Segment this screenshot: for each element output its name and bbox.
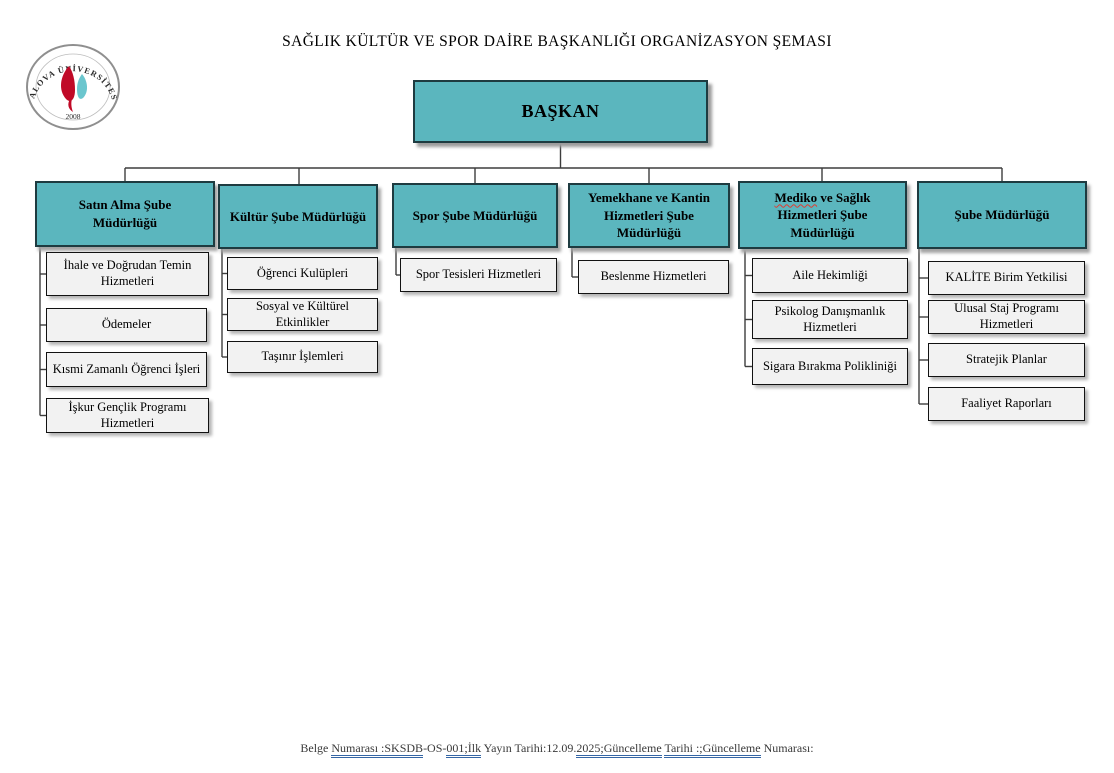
- sub-box-label: Aile Hekimliği: [792, 267, 868, 282]
- footer-segment: -OS-: [423, 741, 447, 755]
- dept-box-sube: Şube Müdürlüğü: [917, 181, 1087, 249]
- footer-segment: Numarası:: [760, 741, 814, 755]
- dept-label: Kültür Şube Müdürlüğü: [229, 208, 367, 224]
- footer-segment: 2025;Güncelleme: [576, 741, 662, 758]
- sub-box-spor-tesisleri: Spor Tesisleri Hizmetleri: [400, 258, 557, 292]
- sub-box-ogrenci-kulupleri: Öğrenci Kulüpleri: [227, 257, 378, 290]
- university-logo: YALOVA ÜNİVERSİTESİ 2008: [24, 42, 120, 130]
- sub-box-label: İşkur Gençlik Programı Hizmetleri: [68, 399, 187, 430]
- dept-label: Mediko ve Sağlık Hizmetleri Şube Müdürlü…: [764, 189, 882, 242]
- sub-box-ulusal-staj: Ulusal Staj Programı Hizmetleri: [928, 300, 1085, 334]
- sub-box-label: Taşınır İşlemleri: [261, 349, 344, 364]
- sub-box-odemeler: Ödemeler: [46, 308, 207, 342]
- page-title: SAĞLIK KÜLTÜR VE SPOR DAİRE BAŞKANLIĞI O…: [282, 33, 832, 50]
- footer-segment: Tarihi :;Güncelleme: [664, 741, 761, 758]
- dept-label: Yemekhane ve Kantin Hizmetleri Şube Müdü…: [587, 190, 711, 241]
- footer-segment: Yayın Tarihi:12.09.: [481, 741, 577, 755]
- footer-segment: Belge: [300, 741, 332, 755]
- sub-box-label: Kısmi Zamanlı Öğrenci İşleri: [52, 361, 201, 376]
- sub-box-label: Beslenme Hizmetleri: [600, 269, 707, 284]
- sub-box-sigara-birakma: Sigara Bırakma Polikliniği: [752, 348, 908, 385]
- sub-box-sosyal-kulturel: Sosyal ve Kültürel Etkinlikler: [227, 298, 378, 331]
- sub-box-kismi-zamanli: Kısmi Zamanlı Öğrenci İşleri: [46, 352, 207, 387]
- sub-box-label: Ödemeler: [101, 317, 152, 332]
- root-label: BAŞKAN: [521, 101, 600, 121]
- dept-label: Satın Alma Şube Müdürlüğü: [78, 197, 172, 230]
- logo-year: 2008: [66, 112, 81, 121]
- sub-box-label: İhale ve Doğrudan Temin Hizmetleri: [63, 258, 192, 288]
- logo-tulip-teal-petal: [77, 74, 88, 99]
- dept-label-misspelled-word: Mediko: [774, 189, 818, 205]
- root-box-baskan: BAŞKAN: [413, 80, 708, 143]
- sub-box-faaliyet-raporlari: Faaliyet Raporları: [928, 387, 1085, 421]
- sub-box-beslenme: Beslenme Hizmetleri: [578, 260, 729, 294]
- sub-box-label: Öğrenci Kulüpleri: [256, 265, 349, 280]
- document-info-footer: Belge Numarası :SKSDB-OS-001;İlk Yayın T…: [0, 741, 1114, 758]
- logo-tulip-red-petal: [60, 66, 75, 101]
- dept-box-mediko: Mediko ve Sağlık Hizmetleri Şube Müdürlü…: [738, 181, 907, 249]
- sub-box-kalite: KALİTE Birim Yetkilisi: [928, 261, 1085, 295]
- sub-box-label: Faaliyet Raporları: [961, 396, 1052, 411]
- sub-box-psikolog: Psikolog Danışmanlık Hizmetleri: [752, 300, 908, 339]
- sub-box-label: Sigara Bırakma Polikliniği: [762, 358, 897, 373]
- dept-label-rest: ve Sağlık Hizmetleri Şube Müdürlüğü: [777, 189, 871, 240]
- dept-box-kultur: Kültür Şube Müdürlüğü: [218, 184, 378, 249]
- sub-box-label: Ulusal Staj Programı Hizmetleri: [954, 301, 1059, 331]
- sub-box-aile-hekimligi: Aile Hekimliği: [752, 258, 908, 293]
- logo-tulip-stem: [68, 99, 73, 112]
- sub-box-label: Sosyal ve Kültürel Etkinlikler: [255, 298, 350, 329]
- sub-box-stratejik-planlar: Stratejik Planlar: [928, 343, 1085, 377]
- dept-box-yemekhane: Yemekhane ve Kantin Hizmetleri Şube Müdü…: [568, 183, 730, 248]
- sub-box-label: KALİTE Birim Yetkilisi: [945, 270, 1068, 285]
- footer-segment: Numarası :SKSDB: [331, 741, 424, 758]
- sub-box-label: Psikolog Danışmanlık Hizmetleri: [774, 303, 886, 334]
- sub-box-ihale: İhale ve Doğrudan Temin Hizmetleri: [46, 252, 209, 296]
- sub-box-label: Stratejik Planlar: [966, 352, 1047, 367]
- dept-box-spor: Spor Şube Müdürlüğü: [392, 183, 558, 248]
- sub-box-iskur: İşkur Gençlik Programı Hizmetleri: [46, 398, 209, 433]
- footer-segment: 001;İlk: [446, 741, 482, 758]
- dept-label: Şube Müdürlüğü: [954, 207, 1050, 223]
- sub-box-label: Spor Tesisleri Hizmetleri: [415, 267, 542, 282]
- dept-box-satin-alma: Satın Alma Şube Müdürlüğü: [35, 181, 215, 247]
- sub-box-tasinir: Taşınır İşlemleri: [227, 341, 378, 373]
- dept-label: Spor Şube Müdürlüğü: [412, 207, 538, 223]
